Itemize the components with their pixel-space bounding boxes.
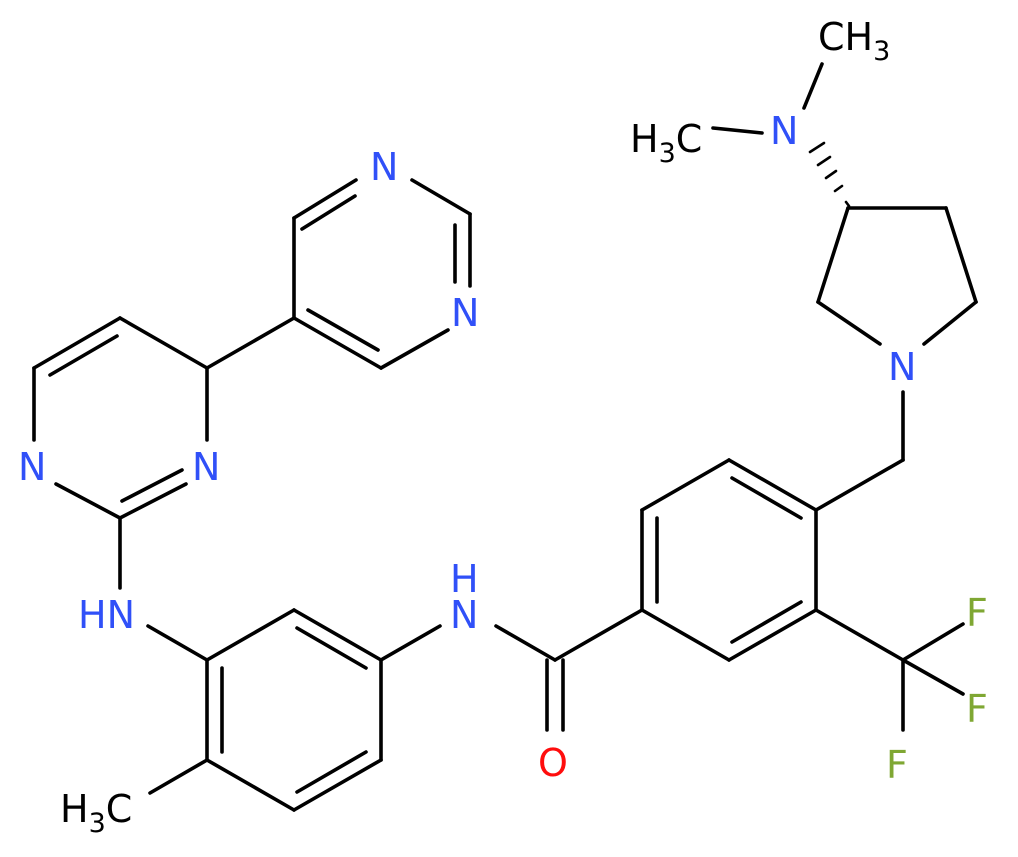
bond — [727, 608, 818, 662]
bond — [494, 624, 557, 662]
bond — [901, 658, 965, 696]
bond — [711, 126, 764, 135]
bond — [295, 626, 368, 670]
methyl-label-left: H3C — [630, 117, 702, 169]
bond — [727, 458, 818, 512]
wedge-hash — [844, 200, 851, 208]
bond — [814, 608, 905, 662]
pyrimidine-nitrogen-left: N — [18, 445, 46, 489]
bonds — [32, 62, 978, 812]
bond — [944, 206, 978, 304]
carbonyl-oxygen: O — [538, 741, 568, 785]
bond — [292, 608, 383, 662]
bond — [553, 608, 644, 662]
bond — [730, 600, 803, 644]
pyrimidinyl-nitrogen-right: N — [451, 291, 479, 335]
bond — [640, 458, 731, 512]
bond — [205, 758, 296, 812]
dimethylamino-nitrogen: N — [770, 109, 798, 153]
amine-nh-label: HN — [78, 593, 135, 637]
bond — [640, 608, 731, 662]
bond — [730, 476, 803, 520]
bond — [292, 758, 383, 812]
bond — [816, 206, 850, 304]
fluorine-1: F — [966, 591, 988, 635]
wedge-hash — [808, 141, 826, 154]
bond — [292, 316, 383, 370]
fluorine-2: F — [966, 687, 988, 731]
bond — [48, 334, 119, 377]
methyl-label-top: CH3 — [818, 15, 890, 67]
fluorine-3: F — [886, 743, 908, 787]
bond — [901, 622, 965, 662]
bond — [379, 624, 442, 662]
pyrimidine-nitrogen-right: N — [192, 445, 220, 489]
atom-labels: CH3 H3C N N N N N N HN H N O F F F H3C — [18, 15, 988, 839]
amide-hydrogen: H — [450, 557, 479, 601]
bond — [816, 300, 882, 346]
bond — [54, 482, 122, 520]
hashed-wedge — [808, 141, 851, 208]
bond — [300, 194, 357, 231]
amide-nitrogen: N — [450, 593, 478, 637]
bond — [292, 178, 358, 220]
wedge-hash — [816, 155, 832, 167]
bond — [379, 328, 450, 370]
bond — [120, 468, 184, 503]
bond — [306, 308, 380, 352]
wedge-hash — [833, 184, 844, 193]
pyrrolidine-nitrogen: N — [888, 345, 916, 389]
bond — [410, 178, 472, 216]
bond — [118, 316, 209, 370]
bond — [205, 608, 296, 662]
pyrimidinyl-nitrogen-top: N — [370, 145, 398, 189]
bond — [32, 316, 122, 370]
bond — [922, 300, 978, 346]
bond — [814, 458, 905, 512]
bond — [148, 758, 209, 795]
bond — [295, 750, 368, 794]
bond — [146, 624, 209, 662]
wedge-hash — [824, 169, 838, 180]
bond — [118, 482, 188, 520]
methyl-label-bottom: H3C — [60, 787, 132, 839]
bond — [205, 316, 296, 370]
bond — [802, 62, 824, 110]
